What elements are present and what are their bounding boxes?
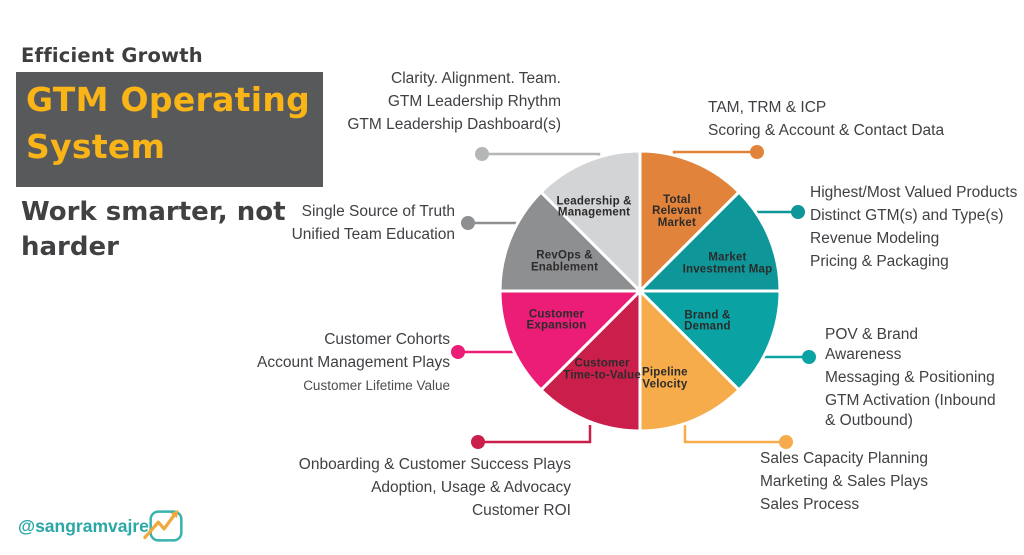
pie-segment-pipeline-velocity [638,287,742,433]
eyebrow-title: Efficient Growth [21,44,203,67]
annotation-leadership-management: Clarity. Alignment. Team. GTM Leadership … [347,69,561,138]
annotation-line: Account Management Plays [257,354,450,371]
pie-segment-total-relevant-market [638,149,742,295]
pie-segment-label-revops-enablement: RevOps & Enablement [530,249,599,274]
pie-segment-leadership-management [538,149,642,295]
leader-dot-customer-expansion [451,345,465,359]
pie-segment-market-investment-map [636,189,782,293]
growth-chart-icon [143,509,183,542]
annotation-line: Revenue Modeling [810,230,940,247]
leader-dot-leadership-management [475,147,489,161]
leader-dot-market-investment-map [791,205,805,219]
pie-segment-label-brand-demand: Brand & Demand [684,309,731,333]
leader-dot-brand-demand [802,350,816,364]
pie-segment-customer-time-to-value [538,287,642,433]
annotation-line: Messaging & Positioning [825,369,995,386]
annotation-line: Customer Cohorts [324,331,450,348]
pie-segment-customer-expansion [498,289,644,393]
annotation-line: Marketing & Sales Plays [760,473,928,490]
annotation-line: Distinct GTM(s) and Type(s) [810,207,1004,224]
annotation-line: Pricing & Packaging [810,253,949,270]
annotation-line: GTM Leadership Rhythm [387,93,561,110]
leader-line-pipeline-velocity [683,425,786,444]
social-handle: @sangramvajre [18,516,149,536]
annotation-line: Adoption, Usage & Advocacy [371,479,571,496]
main-title: GTM Operating System [26,80,311,166]
leader-line-customer-time-to-value [478,425,592,444]
leader-dot-revops-enablement [461,216,475,230]
pie-segment-label-market-investment-map: Market Investment Map [682,251,773,276]
annotation-line: Single Source of Truth [301,203,455,220]
annotation-line: GTM Activation (Inbound & Outbound) [825,392,996,429]
pie-segment-label-customer-expansion: Customer Expansion [526,308,587,332]
annotation-line: POV & Brand Awareness [825,326,919,363]
annotation-line: Customer Lifetime Value [303,378,450,393]
pie-segment-label-total-relevant-market: Total Relevant Market [652,193,702,229]
annotation-line: Onboarding & Customer Success Plays [298,456,571,473]
annotation-line: Scoring & Account & Contact Data [708,122,945,139]
leader-dot-pipeline-velocity [779,435,793,449]
pie-segment-label-leadership-management: Leadership & Management [556,195,632,219]
annotation-total-relevant-market: TAM, TRM & ICP Scoring & Account & Contac… [708,98,944,144]
annotation-line: Customer ROI [471,502,571,519]
annotation-line: Highest/Most Valued Products [810,184,1018,201]
pie-segment-label-customer-time-to-value: Customer Time-to-Value [563,357,641,382]
pie-segment-revops-enablement [498,189,644,293]
pie-segment-label-pipeline-velocity: Pipeline Velocity [642,366,688,391]
annotation-line: Clarity. Alignment. Team. [391,70,561,87]
subtitle: Work smarter, not harder [21,197,286,262]
annotation-line: TAM, TRM & ICP [708,99,827,116]
leader-dot-total-relevant-market [750,145,764,159]
annotation-line: Unified Team Education [291,226,455,243]
leader-dot-customer-time-to-value [471,435,485,449]
title-box: GTM Operating System [16,72,323,187]
pie-segment-brand-demand [636,289,782,393]
annotation-line: GTM Leadership Dashboard(s) [347,116,561,133]
annotation-line: Sales Process [760,496,860,513]
annotation-line: Sales Capacity Planning [760,450,929,467]
